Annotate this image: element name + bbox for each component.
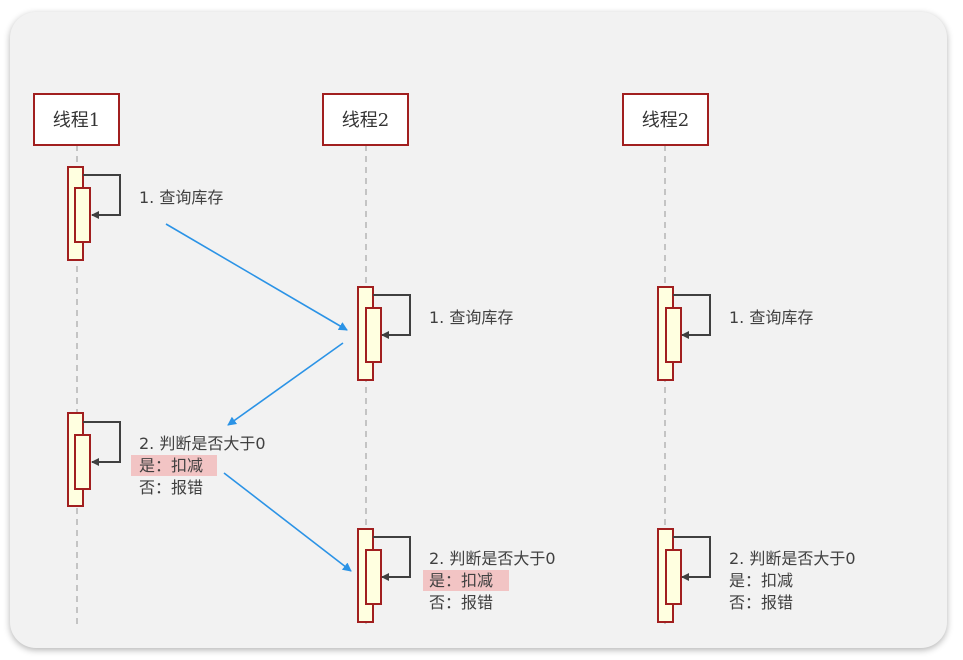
- activation-lane2-query: [357, 286, 411, 381]
- highlight: [423, 570, 509, 591]
- note-check-line2: 是：扣减: [429, 571, 493, 590]
- note-check-line2: 是：扣减: [729, 571, 793, 590]
- note-check-line3: 否：报错: [429, 593, 493, 612]
- note-query-lane1: 1. 查询库存: [139, 188, 223, 207]
- activation-lane2-check: [357, 528, 411, 623]
- activation-lane1-query: [67, 166, 121, 261]
- note-check-line2: 是：扣减: [139, 456, 203, 475]
- note-check-line1: 2. 判断是否大于0: [429, 549, 556, 568]
- activation-lane3-check: [657, 528, 711, 623]
- note-check-line1: 2. 判断是否大于0: [139, 434, 266, 453]
- note-check-lane1: 2. 判断是否大于0 是：扣减 否：报错: [131, 434, 266, 497]
- lane-header-2: 线程2: [322, 93, 409, 146]
- lane-title: 线程2: [342, 110, 389, 131]
- lane-header-3: 线程2: [622, 93, 709, 146]
- note-check-lane2: 2. 判断是否大于0 是：扣减 否：报错: [423, 549, 556, 612]
- note-check-line3: 否：报错: [139, 478, 203, 497]
- activation-lane3-query: [657, 286, 711, 381]
- lane-header-1: 线程1: [33, 93, 120, 146]
- note-check-line3: 否：报错: [729, 593, 793, 612]
- diagram-card: [10, 12, 947, 648]
- highlight: [131, 455, 217, 476]
- note-check-lane3: 2. 判断是否大于0 是：扣减 否：报错: [729, 549, 856, 612]
- flow-arrow-2: [227, 342, 344, 426]
- note-query-lane3: 1. 查询库存: [729, 308, 813, 327]
- lane-title: 线程2: [642, 110, 689, 131]
- flow-arrow-1: [165, 223, 348, 331]
- note-query-lane2: 1. 查询库存: [429, 308, 513, 327]
- activation-lane1-check: [67, 412, 121, 507]
- note-check-line1: 2. 判断是否大于0: [729, 549, 856, 568]
- flow-arrow-3: [223, 472, 352, 572]
- lane-title: 线程1: [53, 110, 100, 131]
